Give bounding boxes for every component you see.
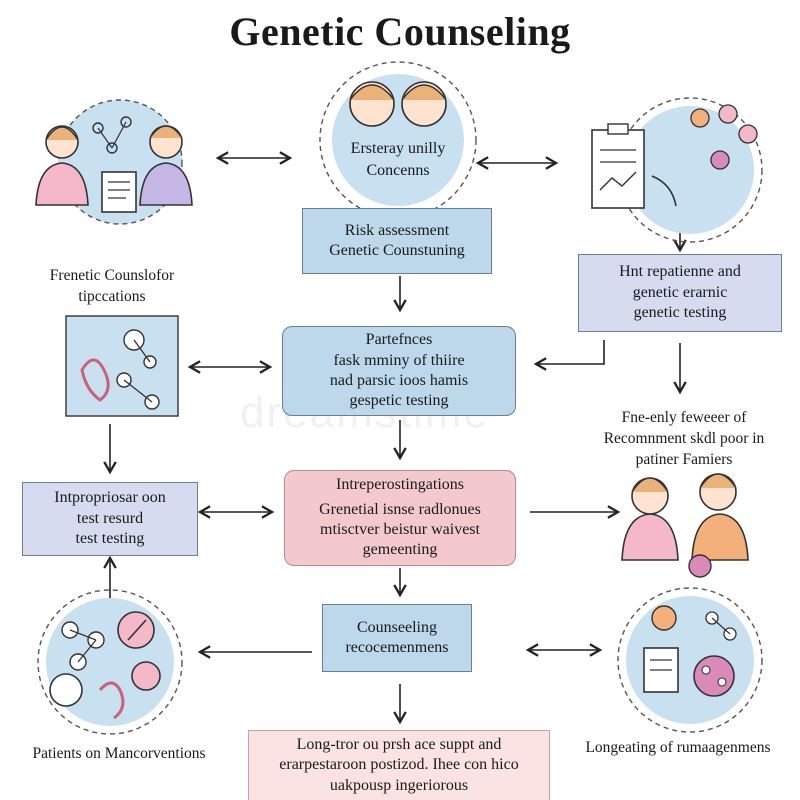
longeating-label: Longeating of rumaagenmens: [585, 739, 771, 756]
counselor-label: Frenetic Counslofor tipccations: [49, 267, 175, 305]
page-title: Genetic Counseling: [229, 9, 571, 54]
molecule-ribbon-icon: [37, 589, 183, 735]
hnt-testing-box: Hnt repatienne and genetic erarnic genet…: [578, 254, 782, 332]
dna-ribbon-icon: [65, 315, 179, 417]
intreprostingations-box: Intreperostingations Grenetial isnse rad…: [284, 470, 516, 566]
family-concerns-label: Ersteray unilly Concenns: [350, 140, 446, 179]
counseling-recommendations-box: Counseeling recocemenmens: [322, 604, 472, 672]
patients-label: Patients on Mancorventions: [32, 745, 206, 762]
partefnces-box: Partefnces fask mminy of thiire nad pars…: [282, 326, 516, 416]
arrow-hnt-partefnces: [533, 340, 605, 371]
document-molecule-icon: [617, 587, 763, 733]
families-label: Fne-enly feweeer of Recomnment skdl poor…: [603, 409, 765, 468]
long-term-support-box: Long-tror ou prsh ace suppt and erarpest…: [248, 730, 550, 800]
clipboard-genetics-icon: [591, 97, 763, 243]
family-icon: [621, 473, 749, 578]
two-people-icon: [319, 61, 477, 219]
risk-assessment-box: Risk assessment Genetic Counstuning: [302, 208, 492, 274]
counselor-and-patient-icon: [35, 99, 193, 225]
intpropriosar-box: Intpropriosar oon test resurd test testi…: [22, 482, 198, 556]
